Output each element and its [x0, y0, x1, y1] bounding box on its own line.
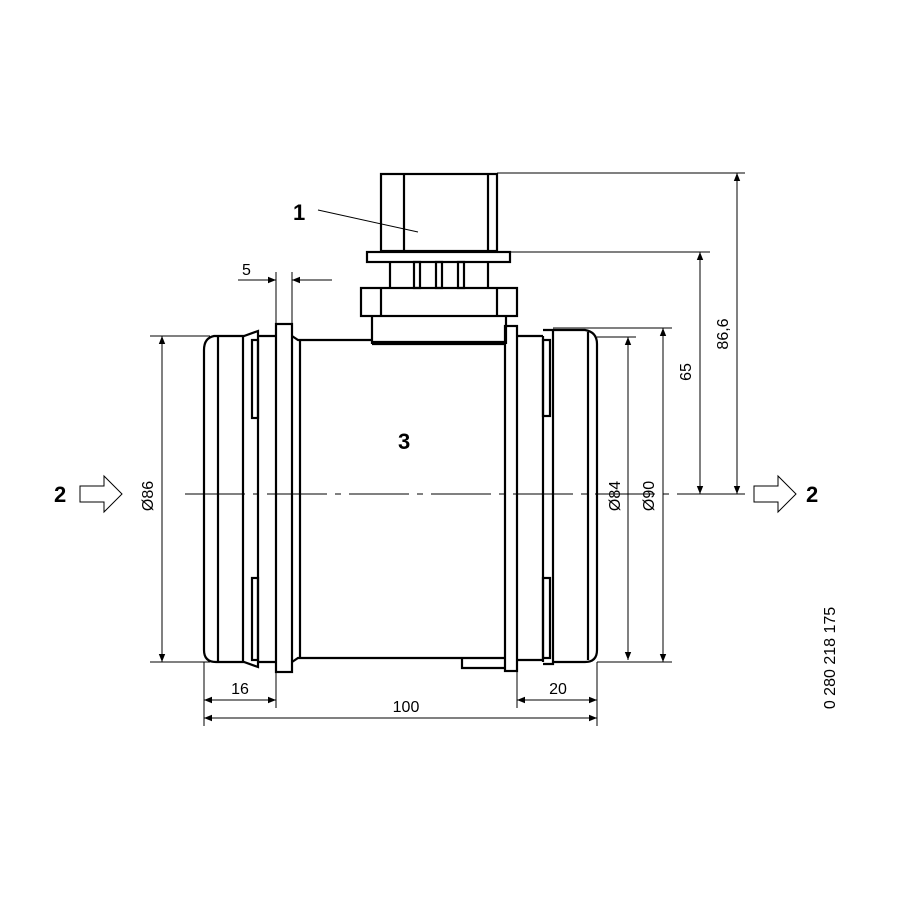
dim-16: 16 — [231, 681, 249, 698]
flow-out-arrow-icon — [753, 474, 797, 514]
connector — [359, 172, 519, 344]
dim-d84: Ø84 — [607, 481, 624, 511]
part-number: 0 280 218 175 — [822, 607, 839, 709]
outlet-flange — [517, 328, 599, 666]
housing-body — [291, 324, 519, 673]
callout-1-leader — [317, 209, 419, 233]
callout-1: 1 — [293, 200, 305, 225]
dim-d86: Ø86 — [140, 481, 157, 511]
callout-2-outlet: 2 — [806, 482, 818, 507]
inlet-flange — [202, 322, 294, 674]
callout-3: 3 — [398, 429, 410, 454]
dim-65: 65 — [678, 363, 695, 381]
flow-in-arrow-icon — [79, 474, 123, 514]
dim-86-6: 86,6 — [715, 318, 732, 349]
dim-flange-thickness: 5 — [242, 262, 251, 279]
dim-20: 20 — [549, 681, 567, 698]
dim-100: 100 — [393, 699, 420, 716]
callout-2-inlet: 2 — [54, 482, 66, 507]
dimension-lines — [150, 172, 745, 726]
dim-d90: Ø90 — [641, 481, 658, 511]
